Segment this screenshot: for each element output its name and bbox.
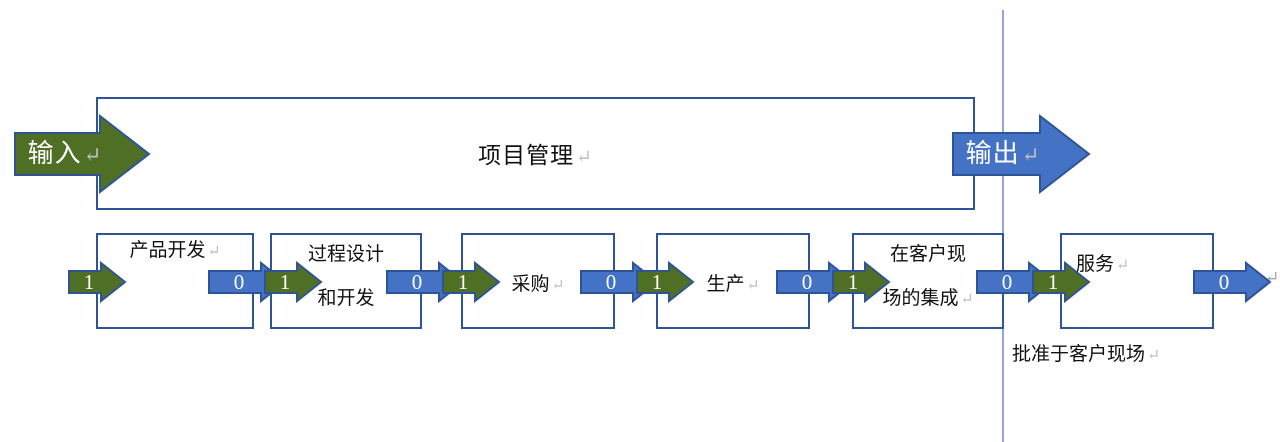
project-management-label: 项目管理↵	[96, 136, 975, 170]
onsite-approval-caption: 批准于客户现场↵	[1012, 339, 1160, 366]
paragraph-mark-icon: ↵	[576, 147, 593, 168]
stage-label-line-2: 场的集成↵	[852, 277, 1004, 322]
stage-label-text: 采购	[511, 274, 550, 295]
stage-label-production: 生产↵	[656, 272, 810, 299]
paragraph-mark-icon: ↵	[551, 277, 565, 294]
green-arrow-shape	[636, 260, 695, 304]
output-arrow-shape	[952, 113, 1091, 195]
paragraph-mark-icon: ↵	[1116, 257, 1130, 274]
paragraph-mark-icon: ↵	[960, 291, 974, 308]
page-boundary-line	[1002, 10, 1004, 442]
stage-label-line-1: 过程设计	[307, 244, 384, 265]
stage-label-text: 产品开发	[129, 240, 206, 261]
stage-label-line-2-text: 场的集成	[882, 288, 959, 309]
stage-label-process-design-development: 过程设计 和开发	[270, 233, 422, 321]
connector-green-arrow-0: 1	[68, 260, 127, 304]
stage-label-line-2: 和开发	[317, 288, 375, 309]
connector-green-arrow-5: 1	[1032, 260, 1091, 304]
green-arrow-shape	[442, 260, 501, 304]
paragraph-mark-icon: ↵	[1147, 347, 1161, 364]
input-arrow-shape	[14, 113, 151, 195]
green-arrow-shape	[832, 260, 891, 304]
stage-label-line-1: 在客户现	[889, 244, 966, 265]
stage-label-product-development: 产品开发↵	[96, 238, 254, 265]
green-arrow-shape	[264, 260, 323, 304]
stage-label-service: 服务↵	[1060, 252, 1214, 279]
stage-label-text: 生产	[706, 274, 745, 295]
output-arrow: 输出↵	[952, 113, 1091, 195]
connector-green-arrow-2: 1	[442, 260, 501, 304]
connector-blue-arrow-6: 0	[1193, 260, 1272, 304]
paragraph-mark-icon: ↵	[746, 277, 760, 294]
paragraph-mark-icon: ↵	[207, 243, 221, 260]
connector-green-arrow-1: 1	[264, 260, 323, 304]
stage-label-text: 服务	[1076, 254, 1115, 275]
project-management-text: 项目管理	[478, 143, 575, 168]
stage-label-procurement: 采购↵	[461, 272, 615, 299]
input-arrow: 输入↵	[14, 113, 151, 195]
connector-green-arrow-3: 1	[636, 260, 695, 304]
green-arrow-shape	[68, 260, 127, 304]
connector-green-arrow-4: 1	[832, 260, 891, 304]
caption-text: 批准于客户现场	[1012, 344, 1146, 365]
paragraph-mark-icon: ↵	[1265, 268, 1280, 287]
green-arrow-shape	[1032, 260, 1091, 304]
blue-arrow-shape	[1193, 260, 1272, 304]
stage-label-onsite-integration: 在客户现 场的集成↵	[852, 233, 1004, 322]
